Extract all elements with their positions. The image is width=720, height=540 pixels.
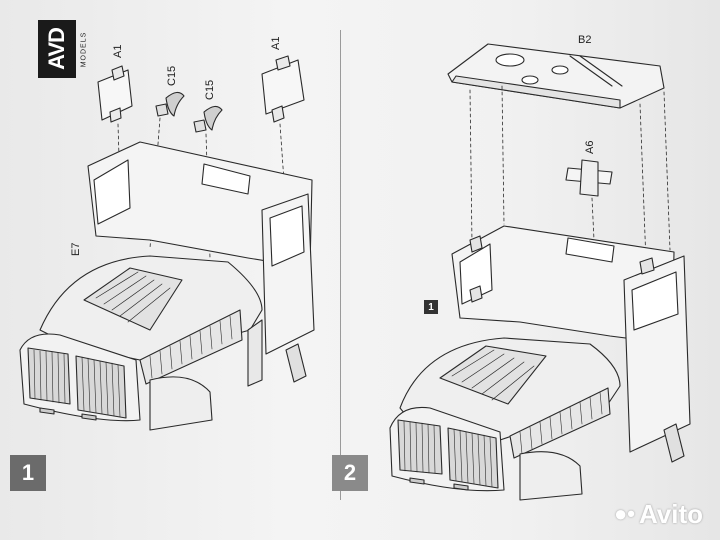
step-divider: [340, 30, 341, 500]
part-c15-b: [193, 105, 223, 133]
step-badge-2: 2: [332, 455, 368, 491]
part-b2-roof: [447, 43, 665, 109]
avito-watermark: ●• Avito: [614, 498, 704, 529]
label-c15-b: C15: [204, 79, 216, 100]
label-a1-right: A1: [270, 36, 282, 50]
label-a6: A6: [584, 140, 596, 154]
label-b2: B2: [578, 34, 592, 46]
avito-logo-icon: ●•: [614, 501, 635, 526]
cab-body-left: [19, 141, 315, 431]
part-a1-left: [97, 65, 133, 123]
logo-box: AVD: [38, 20, 76, 78]
avd-logo: AVD MODELS: [38, 20, 90, 80]
part-a6: [565, 159, 613, 197]
watermark-text: Avito: [639, 498, 704, 529]
part-a1-right: [261, 55, 305, 123]
cab-body-right: [389, 225, 691, 501]
sub-step-badge: 1: [424, 300, 438, 314]
step-badge-1: 1: [10, 455, 46, 491]
part-c15-a: [155, 91, 185, 117]
label-c15-a: C15: [166, 65, 178, 86]
label-a1-left: A1: [112, 44, 124, 58]
label-e7: E7: [70, 242, 82, 256]
